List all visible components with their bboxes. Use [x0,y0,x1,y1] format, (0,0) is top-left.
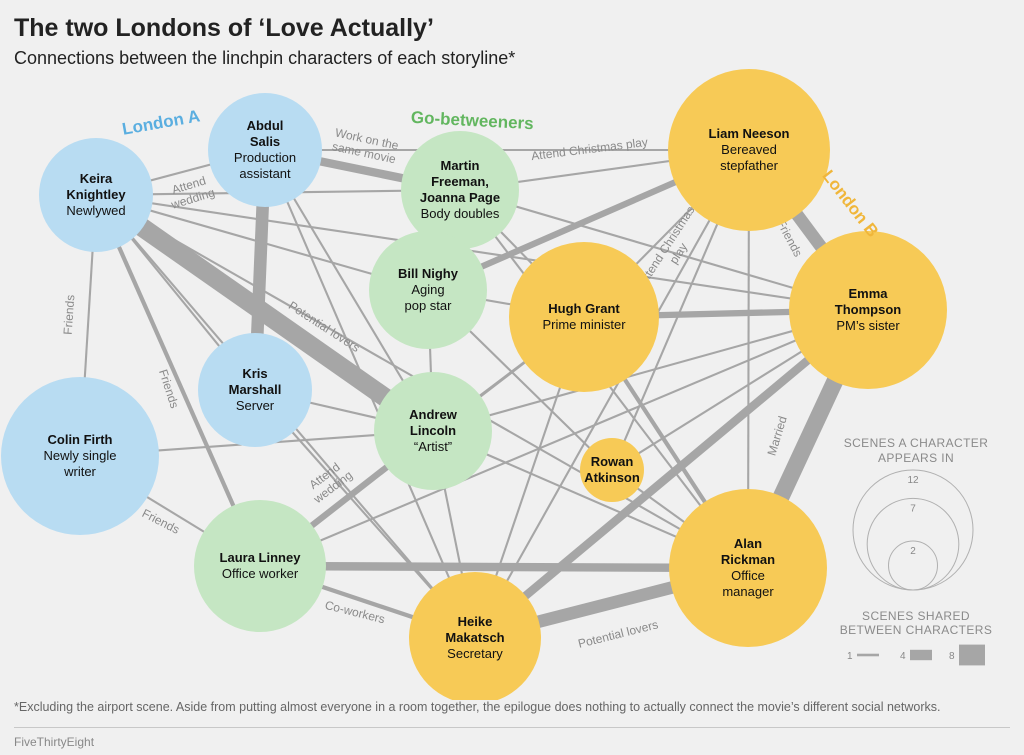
edge-label-keira-abdul: Attendwedding [164,172,216,212]
legend-edge-value-1: 1 [847,651,853,662]
edge-heike-emma [472,306,871,642]
node-laura-circle [194,500,326,632]
node-andrew-circle [374,372,492,490]
edge-liam-heike [474,149,750,639]
legend-edge-value-8: 8 [949,651,955,662]
source-credit: FiveThirtyEight [14,735,95,749]
group-label-go_between: Go-betweeners [410,108,534,133]
legend-edge-swatch-8 [959,644,985,666]
edge-label-emma-alan: Married [765,414,790,457]
chart-subtitle: Connections between the linchpin charact… [14,48,516,68]
legend-size-circle-12 [852,469,974,591]
edge-label-laura-heike: Co-workers [324,598,387,626]
node-abdul-circle [208,93,322,207]
legend-size-value-7: 7 [910,503,916,514]
node-keira-circle [39,138,153,252]
node-rowan-circle [580,438,644,502]
edge-abdul-heike [264,149,476,639]
node-martin-circle [401,131,519,249]
group-label-london_a: London A [121,106,202,138]
edge-label-abdul-martin: Work on thesame movie [331,126,400,167]
edge-label-keira-colin: Friends [61,294,78,335]
footnote: *Excluding the airport scene. Aside from… [14,700,941,714]
divider [14,727,1010,728]
legend-edge-swatch-4 [910,649,932,661]
node-liam-circle [668,69,830,231]
legend-edge-swatch-1 [857,653,879,657]
chart-title: The two Londons of ‘Love Actually’ [14,14,434,42]
node-kris-circle [198,333,312,447]
legend-size-value-2: 2 [910,546,916,557]
legend-edge-value-4: 4 [900,651,906,662]
edge-keira-emma [95,193,869,312]
edge-laura-alan [259,561,749,573]
node-alan-circle [669,489,827,647]
edge-label-martin-liam: Attend Christmas play [530,135,648,163]
edge-label-keira-laura: Friends [156,368,182,410]
edge-label-colin-laura: Friends [140,506,182,537]
node-hugh-circle [509,242,659,392]
node-emma-circle [789,231,947,389]
legend-size-value-12: 12 [907,475,919,486]
edge-keira-laura [94,194,262,567]
group-label-london_b: London B [818,167,882,241]
node-billnighy-circle [369,231,487,349]
node-heike-circle [409,572,541,700]
edge-label-alan-heike: Potential lovers [577,617,660,650]
node-colin-circle [1,377,159,535]
legend-size-circle-2 [888,540,938,591]
edge-laura-emma [259,309,869,567]
